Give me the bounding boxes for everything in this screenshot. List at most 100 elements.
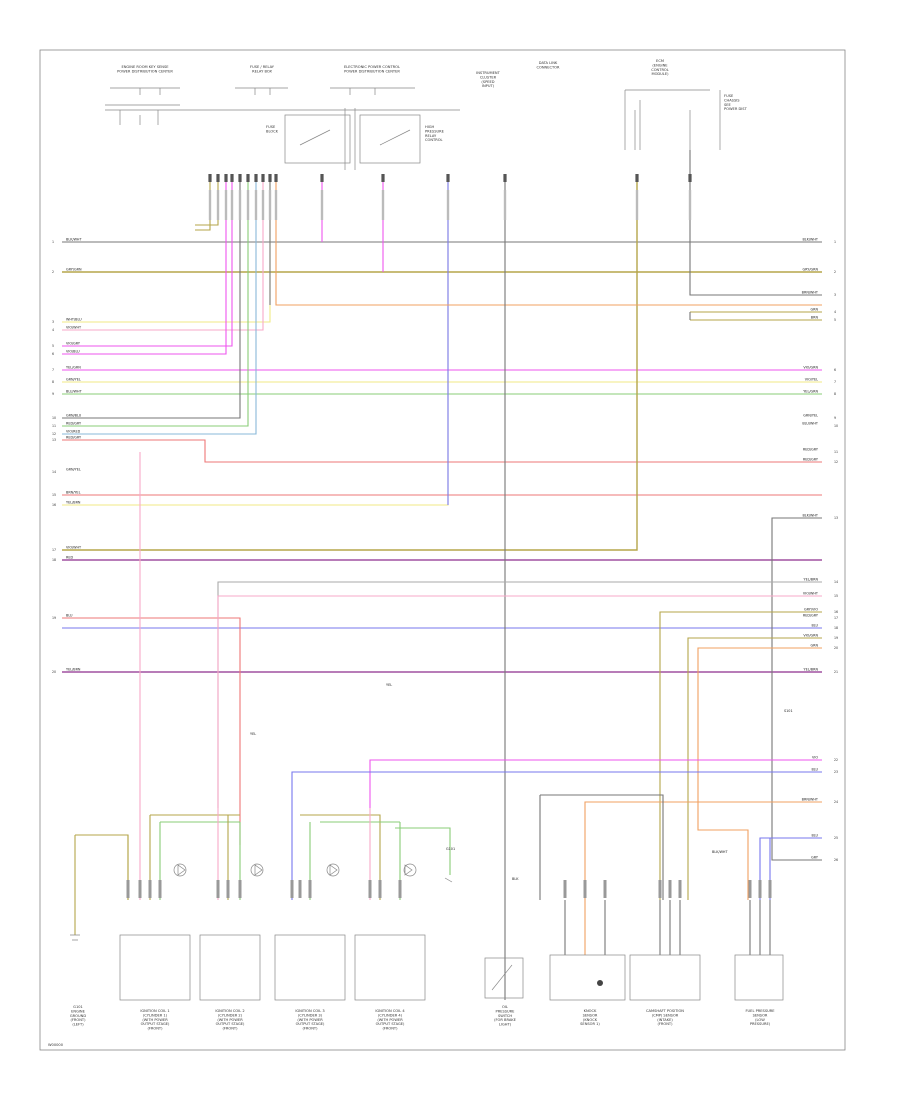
connector-pin-bottom-0: [126, 880, 130, 898]
right-wire-num-17: 18: [834, 626, 838, 630]
bottom-label-coil3-line-0: IGNITION COIL 3: [295, 1009, 324, 1013]
left-wire-label-12: RED/GRY: [66, 436, 82, 440]
right-wire-label-22: BLU: [811, 768, 818, 772]
connector-pin-top-8: [268, 174, 272, 182]
connector-pin-body-9: [274, 190, 278, 220]
right-wire-num-7: 8: [834, 392, 836, 396]
bottom-label-coil3-line-1: (CYLINDER 3): [298, 1013, 323, 1017]
connector-pin-top-5: [246, 174, 250, 182]
right-wire-label-4: BRN: [811, 316, 819, 320]
bottom-label-fuel-pressure-line-2: (LOW: [755, 1018, 765, 1022]
splice-tag: S101: [784, 709, 793, 713]
top-label-data-link-line-0: DATA LINK: [539, 61, 558, 65]
connector-pin-body-12: [446, 190, 450, 220]
connector-pin-top-13: [503, 174, 507, 182]
wires: [62, 150, 822, 1000]
connector-pin-bottom-15: [603, 880, 607, 898]
connector-pin-bottom-8: [298, 880, 302, 898]
bottom-label-coil4-line-1: (CYLINDER 4): [378, 1013, 403, 1017]
bottom-label-oil-pressure-line-3: (FOR BRAKE: [494, 1018, 517, 1022]
wire-vio-gry: [62, 178, 233, 347]
right-wire-label-1: GRY/GRN: [803, 268, 819, 272]
right-wire-num-25: 26: [834, 858, 838, 862]
left-wire-num-12: 13: [52, 438, 56, 442]
right-wire-label-9: BLU/WHT: [802, 422, 819, 426]
bottom-label-oil-pressure-line-4: LIGHT): [499, 1023, 512, 1027]
right-wire-label-13: YEL/BRN: [804, 578, 819, 582]
wire-vio-r: [369, 759, 822, 808]
right-wire-num-15: 16: [834, 610, 838, 614]
wire-grn-r2: [687, 637, 822, 900]
right-wire-label-2: BRN/WHT: [802, 291, 819, 295]
connector-pin-body-11: [381, 190, 385, 220]
bottom-label-knock-line-1: SENSOR: [583, 1013, 598, 1017]
left-wire-labels: 1BLK/WHT2GRY/GRN3WHT/BLU4VIO/WHT5VIO/GRY…: [52, 238, 83, 675]
left-wire-label-4: VIO/GRY: [66, 342, 81, 346]
camshaft-sensor: [629, 954, 701, 1001]
left-wire-num-17: 18: [52, 558, 56, 562]
bottom-label-coil2-line-4: (FRONT): [222, 1027, 238, 1031]
connector-pin-bottom-5: [226, 880, 230, 898]
bottom-label-coil1-line-2: (WITH POWER: [142, 1018, 168, 1022]
wire-red: [62, 617, 241, 845]
left-wire-label-18: BLU: [66, 614, 73, 618]
fp-pins: [749, 900, 771, 955]
right-wire-num-9: 10: [834, 424, 838, 428]
connector-pin-bottom-1: [138, 880, 142, 898]
right-wire-label-15: GRY/VIO: [804, 608, 818, 612]
right-wire-num-16: 17: [834, 616, 838, 620]
bottom-label-oil-pressure-line-1: PRESSURE: [496, 1009, 516, 1013]
bottom-label-coil3-line-4: (FRONT): [302, 1027, 318, 1031]
top-label-instrument-line-0: INSTRUMENT: [476, 71, 500, 75]
bottom-label-coil4-line-0: IGNITION COIL 4: [375, 1009, 405, 1013]
left-wire-num-14: 15: [52, 493, 56, 497]
bottom-label-coil2-line-2: (WITH POWER: [217, 1018, 243, 1022]
coil-tag: YEL: [250, 732, 256, 736]
left-wire-label-8: BLU/WHT: [66, 390, 83, 394]
ignition-coil-2: [199, 934, 261, 1001]
right-wire-num-18: 19: [834, 636, 838, 640]
right-wire-num-0: 1: [834, 240, 836, 244]
top-label-ecm-line-0: ECM: [656, 59, 664, 63]
connector-pin-top-7: [261, 174, 265, 182]
blk-tag: BLK: [512, 877, 519, 881]
connector-pin-body-1: [216, 190, 220, 220]
bottom-label-camshaft-line-1: (CMP) SENSOR: [652, 1013, 679, 1017]
top-label-instrument-line-3: INPUT): [482, 84, 495, 88]
right-wire-label-12: BLK/WHT: [802, 514, 818, 518]
top-label-ecm-line-3: MODULE): [651, 72, 669, 76]
right-wire-num-6: 7: [834, 380, 836, 384]
right-wire-label-6: VIO/YEL: [805, 378, 818, 382]
connector-pin-top-1: [216, 174, 220, 182]
top-label-fuse-block-note-line-1: BLOCK: [266, 129, 279, 133]
left-wire-label-1: GRY/GRN: [66, 268, 82, 272]
connector-pin-top-9: [274, 174, 278, 182]
bottom-label-fuel-pressure-line-0: FUEL PRESSURE: [745, 1009, 775, 1013]
connector-pin-bottom-10: [368, 880, 372, 898]
right-wire-num-14: 15: [834, 594, 838, 598]
left-wire-num-3: 4: [52, 328, 54, 332]
mid-tag: YEL: [386, 683, 392, 687]
bottom-label-ground-left-line-2: GROUND: [70, 1014, 86, 1018]
bottom-label-ground-left-line-0: G101: [73, 1005, 83, 1009]
connector-pin-body-4: [238, 190, 242, 220]
right-wire-label-17: BLU: [811, 624, 818, 628]
wire-blu-r3: [769, 837, 822, 900]
right-wire-num-22: 23: [834, 770, 838, 774]
wire-vio-red: [62, 439, 822, 463]
top-label-ecm-line-1: (ENGINE: [652, 63, 668, 67]
fuel-pressure-sensor: [734, 954, 784, 1001]
left-wire-label-17: RED: [66, 556, 73, 560]
bottom-label-camshaft-line-2: (INTAKE): [657, 1018, 673, 1022]
gnd-tag: G101: [446, 847, 455, 851]
right-wire-num-21: 22: [834, 758, 838, 762]
right-wire-num-1: 2: [834, 270, 836, 274]
gnd-wire-2: [75, 834, 129, 900]
oil-pressure-switch: [484, 957, 524, 999]
right-wire-num-5: 6: [834, 368, 836, 372]
connector-pin-bottom-19: [748, 880, 752, 898]
connector-pin-bottom-20: [758, 880, 762, 898]
bottom-label-ground-left-line-4: (LEFT): [72, 1023, 84, 1027]
wire-brn-wht-r2: [584, 801, 822, 900]
top-label-right-note-line-2: SEE: [724, 103, 732, 107]
